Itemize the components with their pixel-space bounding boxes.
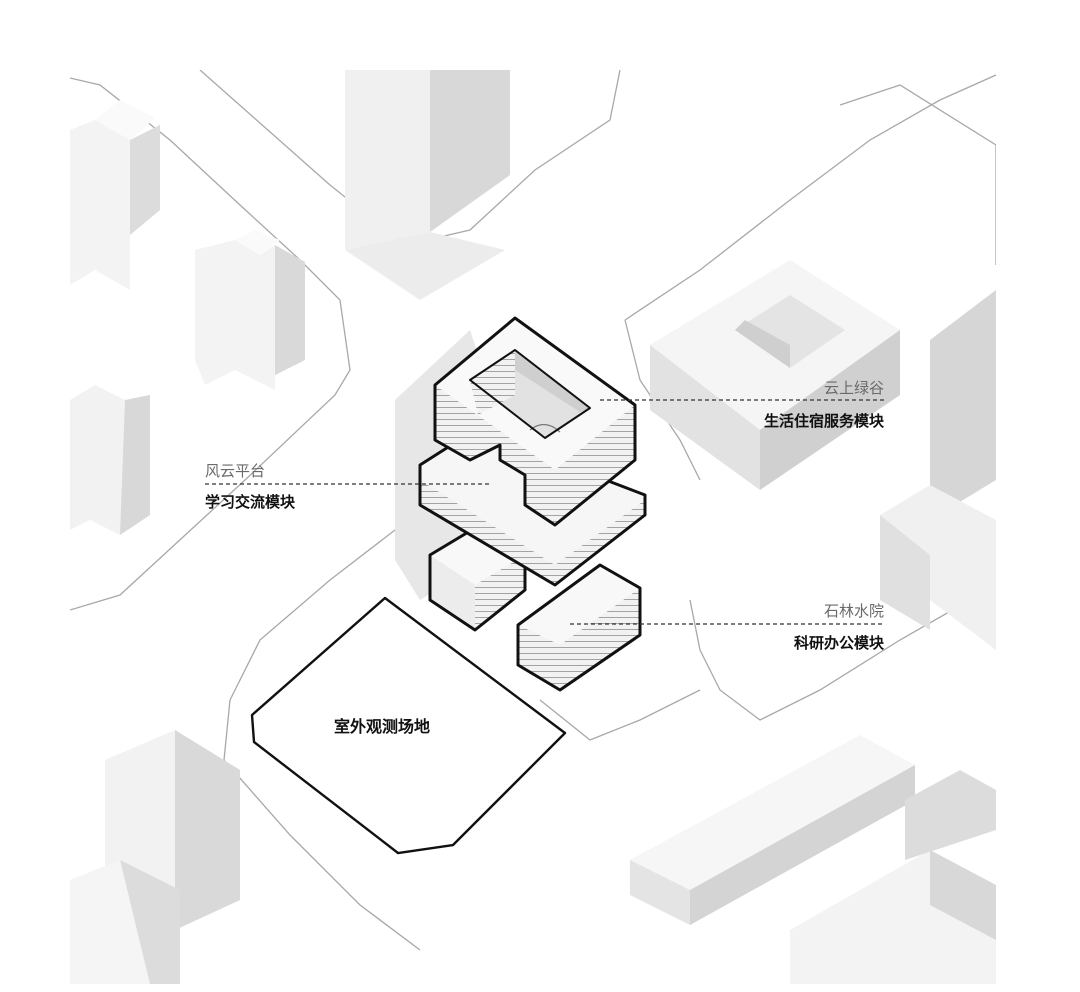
context-block-top-center xyxy=(345,70,510,300)
context-tower-left-lower xyxy=(70,385,150,535)
annotation-secondary-yun-shang-lv-gu: 生活住宿服务模块 xyxy=(763,412,884,430)
annotation-primary-shi-lin-shui-yuan: 石林水院 xyxy=(823,602,884,620)
outdoor-observation-site-label: 室外观测场地 xyxy=(334,717,431,736)
leader-lines xyxy=(205,399,885,625)
context-block-bottom-right xyxy=(630,735,996,984)
context-tower-left-middle xyxy=(195,230,305,390)
annotation-secondary-feng-yun-ping-tai: 学习交流模块 xyxy=(205,493,296,511)
annotation-primary-yun-shang-lv-gu: 云上绿谷 xyxy=(823,379,884,397)
context-courtyard-block-right xyxy=(650,260,900,490)
context-buildings xyxy=(70,70,996,984)
main-building xyxy=(418,316,647,692)
context-tower-top-left xyxy=(70,100,160,290)
context-block-far-right xyxy=(880,290,996,650)
research-block-right xyxy=(516,563,642,692)
outdoor-observation-site-outline xyxy=(250,596,567,855)
annotation-secondary-shi-lin-shui-yuan: 科研办公模块 xyxy=(793,634,884,652)
context-block-bottom-left xyxy=(70,730,240,984)
annotation-primary-feng-yun-ping-tai: 风云平台 xyxy=(205,462,266,480)
residential-courtyard-module xyxy=(433,316,637,527)
